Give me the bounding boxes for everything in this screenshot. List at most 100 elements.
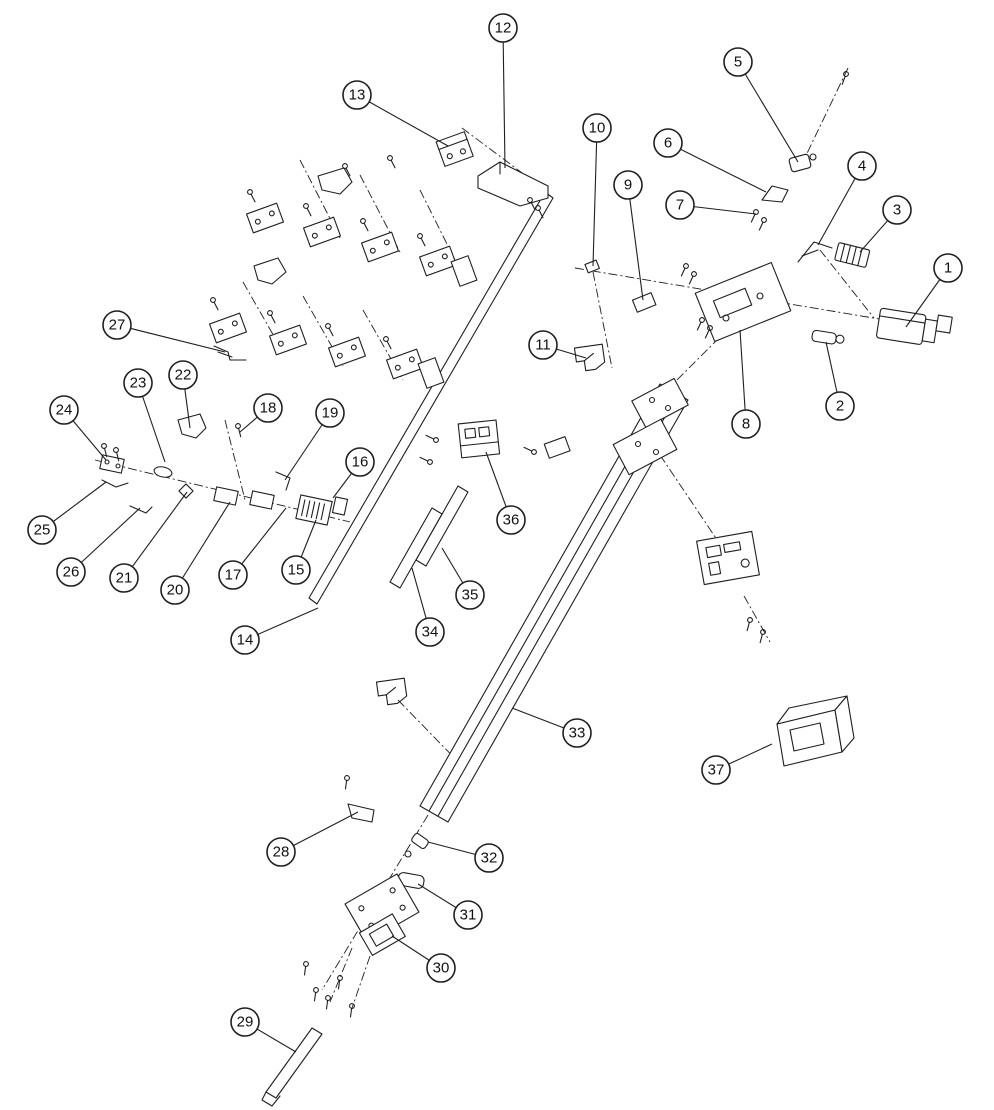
leader-line-13 — [356, 94, 449, 147]
callout-2: 2 — [825, 391, 855, 421]
callout-circle-3 — [882, 195, 912, 225]
callout-number-6: 6 — [664, 135, 672, 152]
callout-circle-35 — [455, 580, 485, 610]
callout-number-26: 26 — [63, 564, 80, 581]
callout-number-32: 32 — [481, 850, 498, 867]
leader-line-9 — [627, 184, 644, 301]
callout-number-30: 30 — [433, 960, 450, 977]
part-bracket-36 — [457, 419, 501, 459]
callout-circle-16 — [345, 447, 375, 477]
callout-number-17: 17 — [225, 567, 242, 584]
leader-line-21 — [123, 491, 188, 579]
callout-number-9: 9 — [624, 177, 632, 194]
callout-number-11: 11 — [535, 337, 551, 354]
callout-circle-14 — [230, 625, 260, 655]
part-pcb — [696, 530, 760, 586]
callout-number-12: 12 — [495, 20, 512, 37]
leader-line-5 — [737, 61, 799, 163]
part-mount-plate-8 — [678, 261, 792, 343]
callout-number-13: 13 — [349, 87, 366, 104]
callout-18: 18 — [253, 393, 283, 423]
callout-circle-18 — [253, 393, 283, 423]
part-bracket-6 — [761, 185, 789, 203]
callout-23: 23 — [123, 368, 153, 398]
callout-8: 8 — [731, 409, 761, 439]
callout-circle-26 — [56, 557, 86, 587]
callout-20: 20 — [160, 575, 190, 605]
leader-line-6 — [667, 142, 767, 193]
part-coupler-3 — [834, 242, 871, 268]
callout-circle-2 — [825, 391, 855, 421]
callout-number-10: 10 — [589, 120, 606, 137]
callout-circle-25 — [27, 515, 57, 545]
callout-number-28: 28 — [273, 844, 290, 861]
callout-circle-32 — [474, 843, 504, 873]
part-sensor-5 — [788, 70, 850, 173]
callout-29: 29 — [230, 1007, 260, 1037]
callout-circle-21 — [109, 563, 139, 593]
callout-35: 35 — [455, 580, 485, 610]
callout-number-15: 15 — [288, 562, 305, 579]
callout-circle-8 — [731, 409, 761, 439]
part-plate-9 — [631, 292, 657, 313]
callout-number-22: 22 — [175, 367, 192, 384]
screw-36a — [424, 432, 440, 444]
callout-32: 32 — [474, 843, 504, 873]
callout-circle-17 — [218, 560, 248, 590]
part-bracket-13 — [435, 131, 474, 167]
callout-circle-11 — [528, 330, 558, 360]
callout-number-21: 21 — [116, 570, 133, 587]
callout-6: 6 — [653, 128, 683, 158]
callout-circle-6 — [653, 128, 683, 158]
callout-12: 12 — [488, 13, 518, 43]
callout-16: 16 — [345, 447, 375, 477]
callout-circle-22 — [168, 360, 198, 390]
callout-number-20: 20 — [167, 582, 184, 599]
callout-circle-1 — [933, 253, 963, 283]
callout-21: 21 — [109, 563, 139, 593]
part-clamp-11a — [573, 343, 607, 373]
callout-3: 3 — [882, 195, 912, 225]
callout-number-16: 16 — [352, 454, 369, 471]
callout-14: 14 — [230, 625, 260, 655]
callout-22: 22 — [168, 360, 198, 390]
bottom-assembly — [301, 774, 429, 1018]
leader-line-8 — [739, 329, 747, 425]
leader-line-4 — [817, 165, 863, 246]
callout-circle-15 — [281, 555, 311, 585]
callout-circle-37 — [701, 755, 731, 785]
part-foot-strip-29 — [261, 1027, 323, 1107]
callout-number-7: 7 — [676, 197, 684, 214]
screw-pcb-b — [757, 628, 767, 644]
callout-number-2: 2 — [836, 398, 844, 415]
callout-5: 5 — [723, 47, 753, 77]
screw-36b — [418, 454, 434, 466]
callout-33: 33 — [562, 718, 592, 748]
callout-circle-36 — [496, 505, 526, 535]
part-clamp-11b — [375, 677, 409, 707]
callout-number-27: 27 — [109, 317, 126, 334]
part-motor-1 — [876, 307, 953, 345]
callout-circle-9 — [613, 170, 643, 200]
callout-15: 15 — [281, 555, 311, 585]
callout-number-1: 1 — [944, 260, 952, 277]
callout-circle-10 — [582, 113, 612, 143]
callout-number-19: 19 — [322, 405, 339, 422]
callout-27: 27 — [102, 310, 132, 340]
callout-number-4: 4 — [858, 158, 866, 175]
part-guide-strip-14 — [308, 191, 554, 605]
callout-circle-34 — [415, 617, 445, 647]
callout-number-23: 23 — [130, 375, 147, 392]
part-carriage-blocks — [612, 377, 689, 476]
callout-30: 30 — [426, 953, 456, 983]
callout-28: 28 — [266, 837, 296, 867]
callout-25: 25 — [27, 515, 57, 545]
callout-circle-5 — [723, 47, 753, 77]
callout-circle-33 — [562, 718, 592, 748]
part-bracket-27 — [213, 345, 247, 361]
callout-circle-30 — [426, 953, 456, 983]
callout-number-34: 34 — [422, 624, 439, 641]
callout-34: 34 — [415, 617, 445, 647]
